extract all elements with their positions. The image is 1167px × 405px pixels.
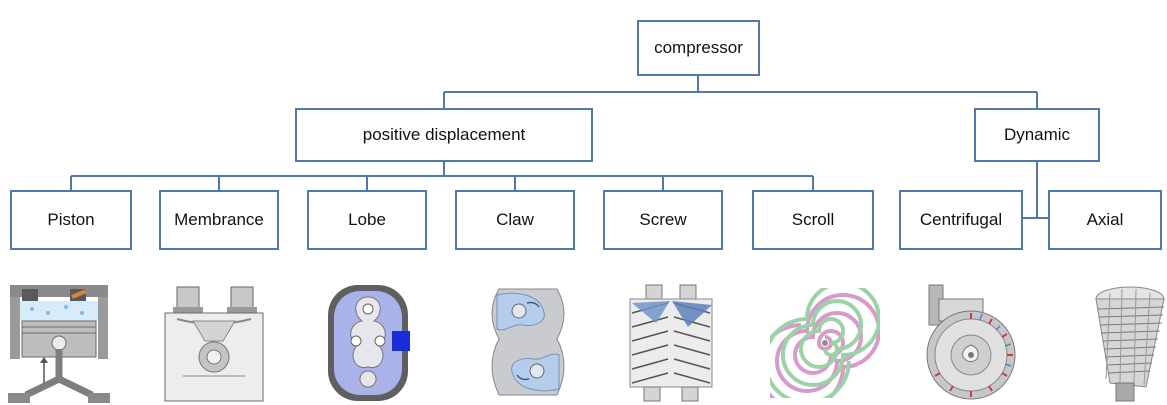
type-node-centrifugal: Centrifugal bbox=[899, 190, 1023, 250]
axial-icon bbox=[1095, 286, 1165, 402]
root-node-compressor: compressor bbox=[637, 20, 760, 76]
screw-icon bbox=[629, 284, 713, 402]
type-node-piston: Piston bbox=[10, 190, 132, 250]
piston-icon bbox=[8, 283, 110, 403]
claw-icon bbox=[491, 288, 565, 396]
type-node-lobe: Lobe bbox=[307, 190, 427, 250]
scroll-icon bbox=[770, 288, 880, 398]
centrifugal-icon bbox=[926, 284, 1016, 400]
type-node-axial: Axial bbox=[1048, 190, 1162, 250]
membrane-icon bbox=[164, 286, 264, 402]
type-node-scroll: Scroll bbox=[752, 190, 874, 250]
type-node-screw: Screw bbox=[603, 190, 723, 250]
category-node-dynamic: Dynamic bbox=[974, 108, 1100, 162]
type-node-membrance: Membrance bbox=[159, 190, 279, 250]
category-node-positive-displacement: positive displacement bbox=[295, 108, 593, 162]
type-node-claw: Claw bbox=[455, 190, 575, 250]
lobe-icon bbox=[328, 285, 410, 401]
